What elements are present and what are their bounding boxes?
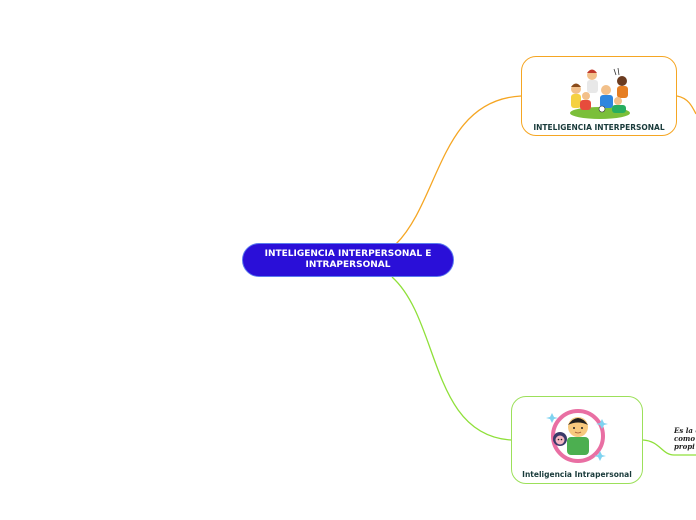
- connector-intrapersonal: [391, 276, 512, 441]
- note-line: como: [674, 434, 696, 443]
- child-in-mirror-illustration: [546, 409, 608, 463]
- connector-interpersonal: [395, 95, 522, 245]
- topic-label: INTELIGENCIA INTERPERSONAL: [533, 123, 665, 132]
- note-line: Es la c: [674, 427, 696, 435]
- topic-inteligencia-intrapersonal[interactable]: Inteligencia Intrapersonal: [511, 396, 643, 484]
- topic-label: Inteligencia Intrapersonal: [522, 470, 632, 479]
- note-line: propi: [674, 442, 695, 451]
- intrapersonal-note[interactable]: Es la c como propi: [674, 427, 696, 451]
- connector-intrapersonal-note: [642, 439, 696, 456]
- central-topic-label: INTELIGENCIA INTERPERSONAL E INTRAPERSON…: [264, 249, 432, 270]
- central-topic[interactable]: INTELIGENCIA INTERPERSONAL E INTRAPERSON…: [242, 243, 454, 277]
- topic-inteligencia-interpersonal[interactable]: INTELIGENCIA INTERPERSONAL: [521, 56, 677, 136]
- connector-interpersonal-child: [676, 95, 696, 115]
- group-of-children-illustration: [570, 67, 630, 119]
